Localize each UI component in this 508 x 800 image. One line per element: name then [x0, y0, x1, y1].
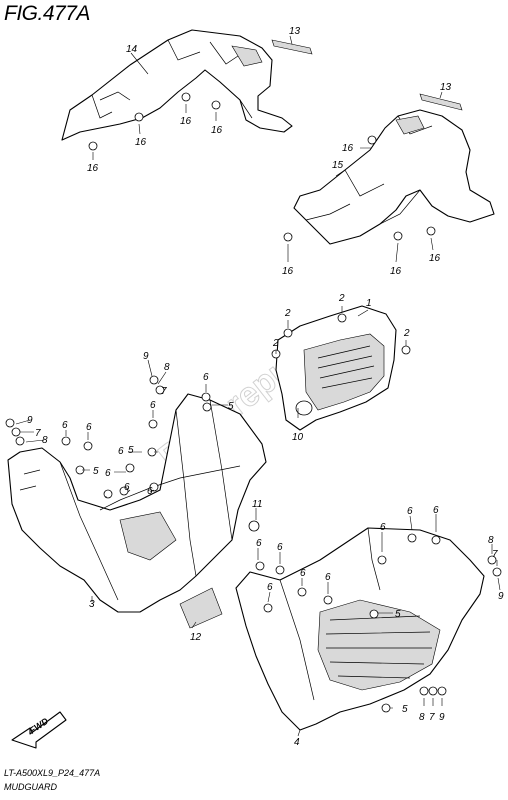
- callout-16-g: 16: [390, 266, 402, 277]
- fasteners: [5, 92, 502, 713]
- callout-7-c: 7: [492, 549, 498, 560]
- callout-8-c: 8: [488, 535, 494, 546]
- callout-2-b: 2: [338, 293, 345, 304]
- callout-9-c: 9: [498, 591, 504, 602]
- callout-5-e: 5: [402, 704, 408, 715]
- callout-6-l: 6: [300, 568, 306, 579]
- callout-5-c: 5: [128, 445, 134, 456]
- callout-11: 11: [252, 499, 262, 510]
- callout-10: 10: [292, 432, 304, 443]
- callout-6-d: 6: [86, 422, 92, 433]
- leader-lines: [15, 35, 501, 737]
- callout-12: 12: [190, 632, 202, 643]
- part-15-rear-fender-right: [293, 109, 495, 245]
- callout-6-c: 6: [62, 420, 68, 431]
- callout-16-e: 16: [342, 143, 354, 154]
- callout-7-d: 7: [429, 712, 435, 723]
- callout-8-b: 8: [42, 435, 48, 446]
- callout-6-g: 6: [124, 482, 130, 493]
- fwd-arrow: FWD: [11, 711, 67, 749]
- callout-6-o: 6: [407, 506, 413, 517]
- callout-5-a: 5: [228, 401, 234, 412]
- callout-6-k: 6: [267, 582, 273, 593]
- callout-6-m: 6: [325, 572, 331, 583]
- callout-labels: 14 13 13 16 16 16 16 16 15 16 16 16 2 2 …: [27, 26, 504, 748]
- part-12-plate: [179, 587, 223, 629]
- callout-7-a: 7: [161, 386, 167, 397]
- callout-3: 3: [89, 599, 95, 610]
- callout-7-b: 7: [35, 428, 41, 439]
- part-3-front-mudguard-left: [7, 393, 267, 613]
- callout-6-h: 6: [147, 486, 153, 497]
- model-code: LT-A500XL9_P24_477A: [4, 768, 101, 778]
- callout-6-e: 6: [118, 446, 124, 457]
- callout-2-a: 2: [284, 308, 291, 319]
- part-4-front-mudguard-right: [235, 527, 485, 731]
- callout-1: 1: [366, 298, 372, 309]
- callout-6-a: 6: [203, 372, 209, 383]
- callout-9-b: 9: [27, 415, 33, 426]
- figure-caption: MUDGUARD: [4, 782, 57, 792]
- callout-16-b: 16: [211, 125, 223, 136]
- callout-2-d: 2: [272, 338, 279, 349]
- part-13-strip-b: [419, 93, 463, 111]
- callout-6-i: 6: [256, 538, 262, 549]
- callout-6-n: 6: [380, 522, 386, 533]
- callout-16-h: 16: [429, 253, 441, 264]
- part-1-center-panel: [275, 305, 397, 431]
- callout-6-f: 6: [105, 468, 111, 479]
- callout-14: 14: [126, 44, 138, 55]
- callout-8-d: 8: [419, 712, 425, 723]
- part-13-strip-a: [271, 39, 313, 55]
- callout-6-j: 6: [277, 542, 283, 553]
- callout-16-c: 16: [135, 137, 147, 148]
- part-14-rear-fender-left: [61, 29, 293, 141]
- callout-9-a: 9: [143, 351, 149, 362]
- callout-5-b: 5: [93, 466, 99, 477]
- figure-title: FIG.477A: [4, 2, 90, 25]
- callout-16-f: 16: [282, 266, 294, 277]
- callout-6-b: 6: [150, 400, 156, 411]
- callout-2-c: 2: [403, 328, 410, 339]
- callout-16-d: 16: [87, 163, 99, 174]
- callout-5-d: 5: [395, 609, 401, 620]
- callout-6-p: 6: [433, 505, 439, 516]
- callout-13-b: 13: [440, 82, 452, 93]
- callout-16-a: 16: [180, 116, 192, 127]
- callout-8-a: 8: [164, 362, 170, 373]
- callout-4: 4: [294, 737, 300, 748]
- callout-9-d: 9: [439, 712, 445, 723]
- callout-15: 15: [332, 160, 344, 171]
- callout-13-a: 13: [289, 26, 301, 37]
